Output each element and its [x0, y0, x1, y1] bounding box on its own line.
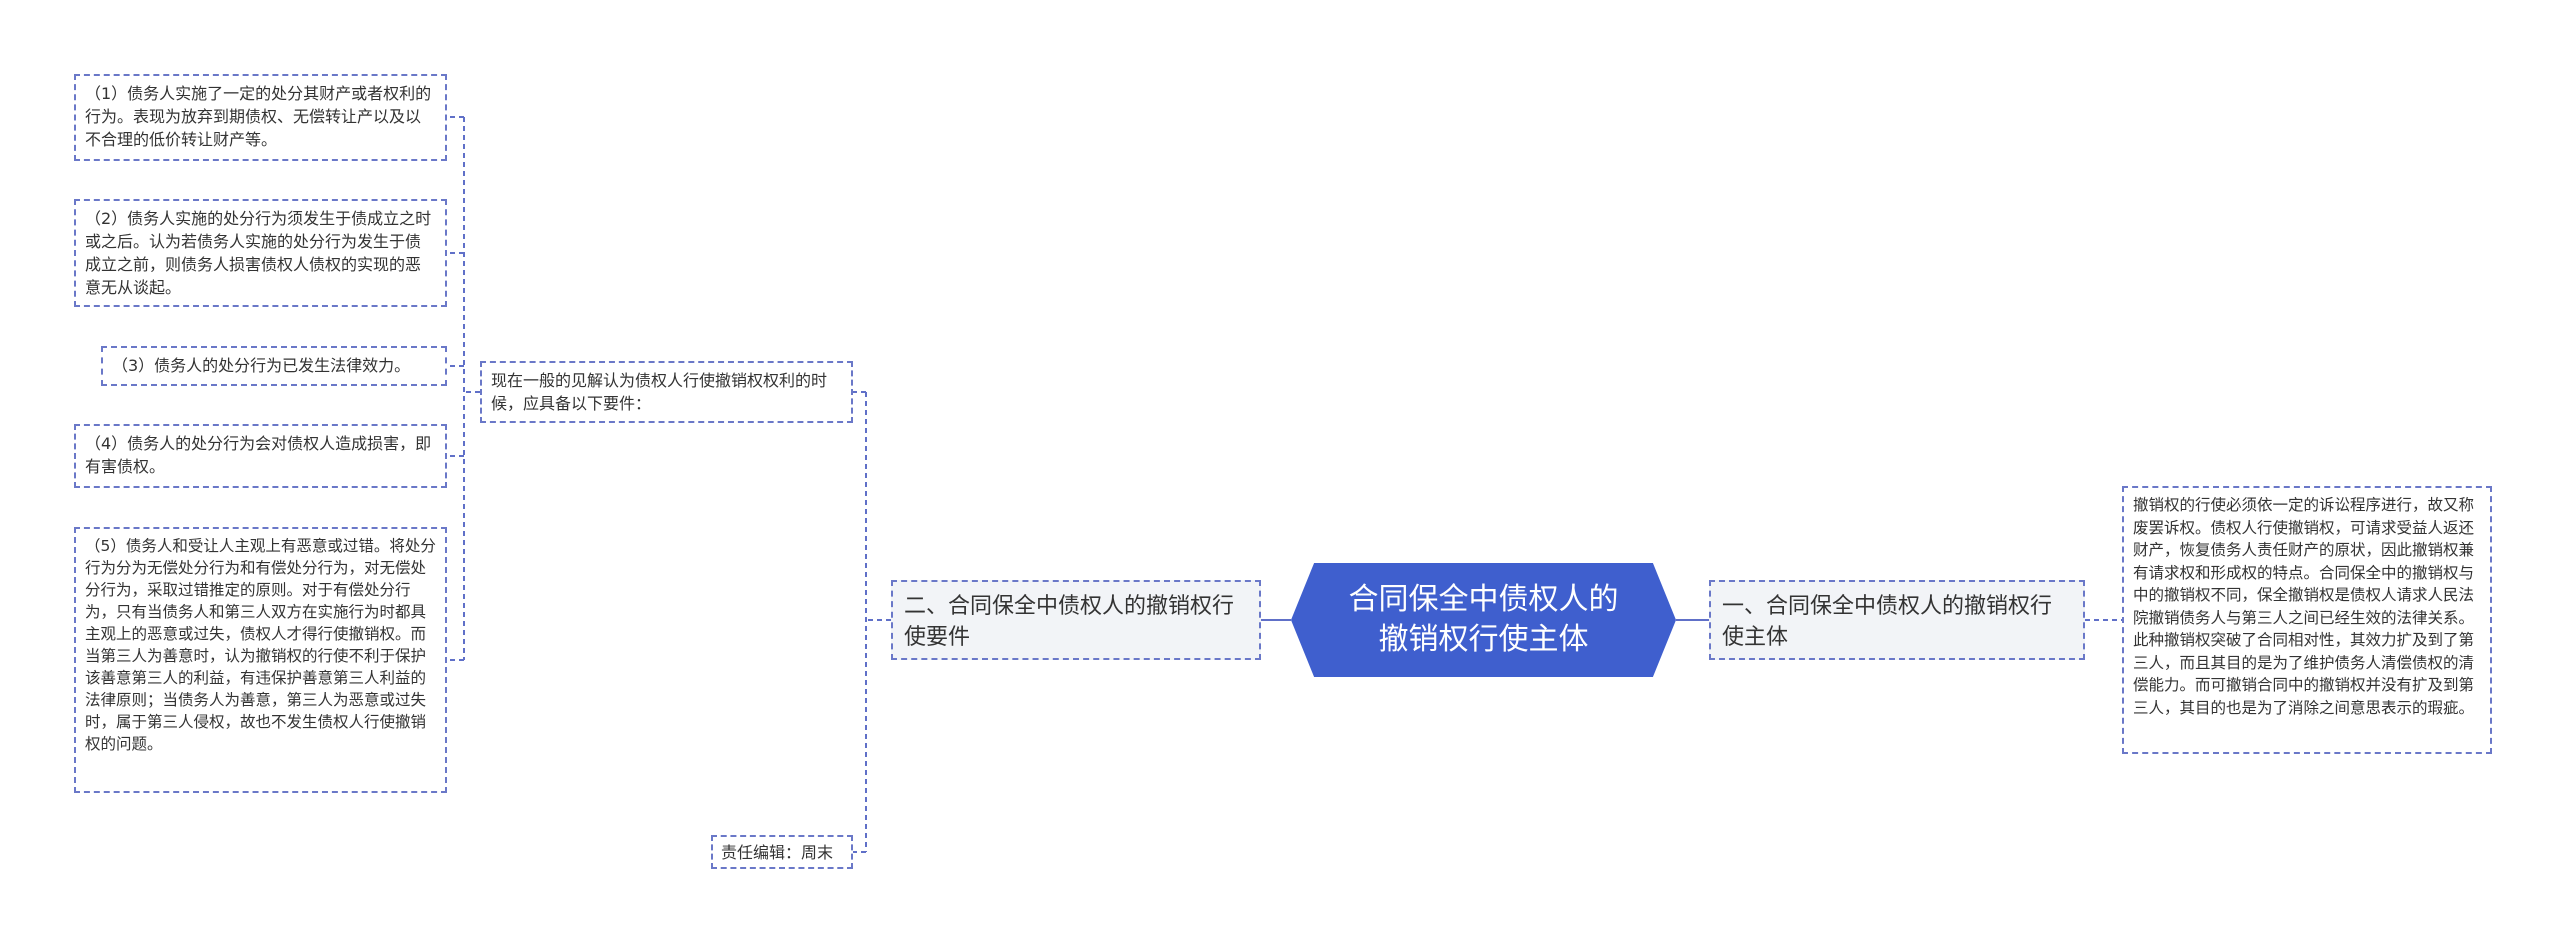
left-branch-label: 二、合同保全中债权人的撤销权行使要件 [904, 594, 1235, 650]
left-intro-text: 现在一般的见解认为债权人行使撤销权权利的时候，应具备以下要件： [491, 371, 828, 413]
condition-node-1[interactable]: （1）债务人实施了一定的处分其财产或者权利的行为。表现为放弃到期债权、无偿转让产… [74, 74, 447, 161]
condition-node-2[interactable]: （2）债务人实施的处分行为须发生于债成立之时或之后。认为若债务人实施的处分行为发… [74, 199, 447, 307]
condition-text-3: （3）债务人的处分行为已发生法律效力。 [112, 356, 411, 375]
right-detail-text: 撤销权的行使必须依一定的诉讼程序进行，故又称废罢诉权。债权人行使撤销权，可请求受… [2133, 496, 2475, 717]
left-intro-node[interactable]: 现在一般的见解认为债权人行使撤销权权利的时候，应具备以下要件： [480, 361, 853, 423]
right-detail-node[interactable]: 撤销权的行使必须依一定的诉讼程序进行，故又称废罢诉权。债权人行使撤销权，可请求受… [2122, 486, 2492, 754]
root-topic-label: 合同保全中债权人的撤销权行使主体 [1348, 582, 1619, 657]
condition-node-4[interactable]: （4）债务人的处分行为会对债权人造成损害，即有害债权。 [74, 424, 447, 488]
right-branch-label: 一、合同保全中债权人的撤销权行使主体 [1722, 594, 2053, 650]
condition-text-1: （1）债务人实施了一定的处分其财产或者权利的行为。表现为放弃到期债权、无偿转让产… [85, 84, 432, 149]
condition-text-5: （5）债务人和受让人主观上有恶意或过错。将处分行为分为无偿处分行为和有偿处分行为… [85, 537, 436, 753]
editor-text: 责任编辑：周末 [721, 843, 834, 862]
left-branch-topic[interactable]: 二、合同保全中债权人的撤销权行使要件 [891, 580, 1261, 660]
root-topic[interactable]: 合同保全中债权人的撤销权行使主体 [1291, 563, 1676, 677]
condition-node-3[interactable]: （3）债务人的处分行为已发生法律效力。 [101, 346, 447, 386]
condition-text-4: （4）债务人的处分行为会对债权人造成损害，即有害债权。 [85, 434, 432, 476]
condition-node-5[interactable]: （5）债务人和受让人主观上有恶意或过错。将处分行为分为无偿处分行为和有偿处分行为… [74, 527, 447, 793]
condition-text-2: （2）债务人实施的处分行为须发生于债成立之时或之后。认为若债务人实施的处分行为发… [85, 209, 432, 297]
editor-node[interactable]: 责任编辑：周末 [711, 835, 853, 869]
right-branch-topic[interactable]: 一、合同保全中债权人的撤销权行使主体 [1709, 580, 2085, 660]
